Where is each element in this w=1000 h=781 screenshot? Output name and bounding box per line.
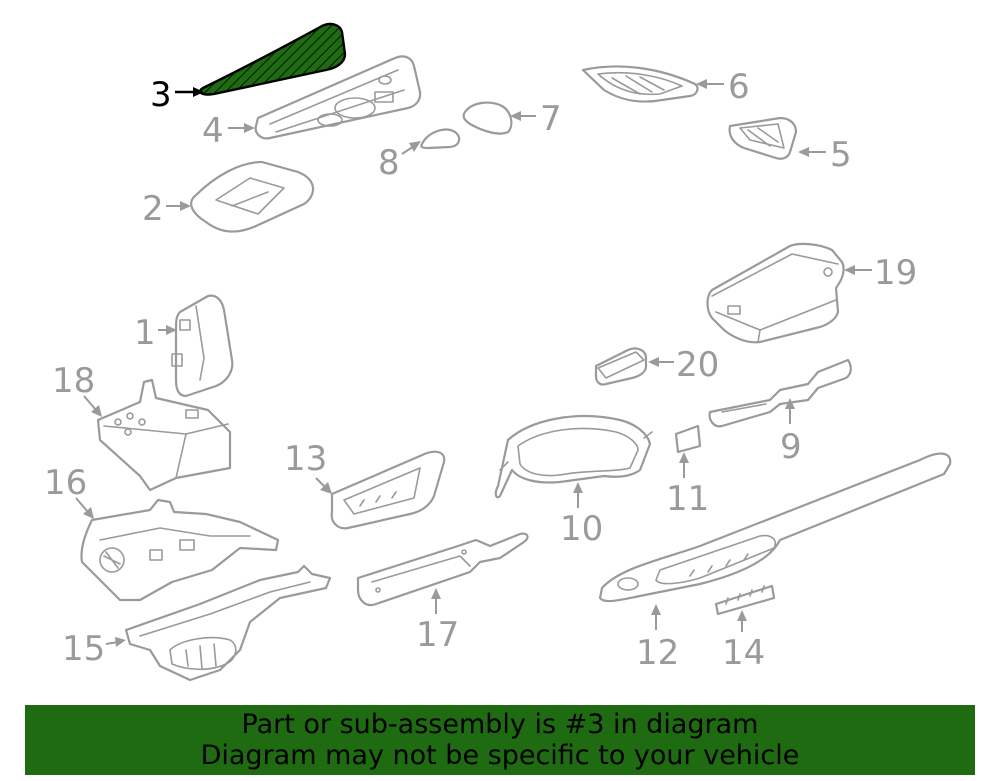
part-20	[594, 347, 648, 386]
banner-line-2: Diagram may not be specific to your vehi…	[200, 740, 800, 771]
callout-12: 12	[636, 604, 679, 673]
part-4	[254, 55, 422, 140]
callout-6: 6	[696, 67, 750, 107]
callout-label-3: 3	[150, 75, 172, 115]
part-14	[714, 584, 776, 616]
callout-label-11: 11	[666, 479, 709, 519]
info-banner: Part or sub-assembly is #3 in diagram Di…	[25, 705, 975, 775]
part-12	[598, 452, 952, 603]
callout-2: 2	[142, 189, 191, 229]
part-19	[706, 242, 845, 344]
callout-7: 7	[510, 99, 562, 139]
callout-label-14: 14	[722, 633, 765, 673]
callout-label-8: 8	[378, 143, 400, 183]
part-2	[190, 160, 315, 233]
callout-label-12: 12	[636, 633, 679, 673]
callout-18: 18	[52, 361, 102, 417]
callout-label-13: 13	[284, 439, 327, 479]
part-11	[674, 424, 702, 454]
callout-label-6: 6	[728, 67, 750, 107]
part-1	[171, 294, 234, 398]
callout-10: 10	[560, 482, 603, 549]
part-9	[708, 358, 852, 428]
part-7	[462, 101, 513, 135]
callout-13: 13	[284, 439, 332, 494]
callout-label-4: 4	[202, 111, 224, 151]
callout-20: 20	[648, 345, 719, 385]
callout-3: 3	[150, 75, 204, 115]
callout-4: 4	[202, 111, 255, 151]
callout-1: 1	[134, 313, 177, 353]
callout-16: 16	[44, 463, 94, 519]
part-6	[581, 65, 699, 103]
part-3-highlighted[interactable]	[198, 22, 347, 96]
callout-label-5: 5	[830, 135, 852, 175]
callout-14: 14	[722, 610, 765, 673]
callout-15: 15	[62, 629, 126, 669]
callout-5: 5	[798, 135, 852, 175]
callout-17: 17	[416, 588, 459, 655]
callout-label-17: 17	[416, 615, 459, 655]
callout-label-15: 15	[62, 629, 105, 669]
part-15	[124, 564, 332, 682]
callout-label-1: 1	[134, 313, 156, 353]
part-8	[420, 128, 461, 150]
callout-label-2: 2	[142, 189, 164, 229]
part-17	[356, 532, 529, 607]
callout-label-19: 19	[874, 253, 917, 293]
part-10	[494, 414, 653, 499]
callout-label-9: 9	[780, 427, 802, 467]
callout-label-16: 16	[44, 463, 87, 503]
callout-11: 11	[666, 452, 709, 519]
callout-label-20: 20	[676, 345, 719, 385]
callout-label-10: 10	[560, 509, 603, 549]
part-18	[96, 378, 232, 492]
callout-9: 9	[780, 398, 802, 467]
banner-line-1: Part or sub-assembly is #3 in diagram	[241, 709, 759, 740]
part-5	[728, 116, 798, 160]
callout-19: 19	[844, 253, 917, 293]
callout-label-7: 7	[540, 99, 562, 139]
parts-diagram: 3 4 2 6 7 8 5 19 20	[44, 22, 952, 682]
callout-label-18: 18	[52, 361, 95, 401]
callout-8: 8	[378, 141, 421, 183]
part-13	[330, 450, 446, 530]
part-16	[80, 498, 280, 602]
